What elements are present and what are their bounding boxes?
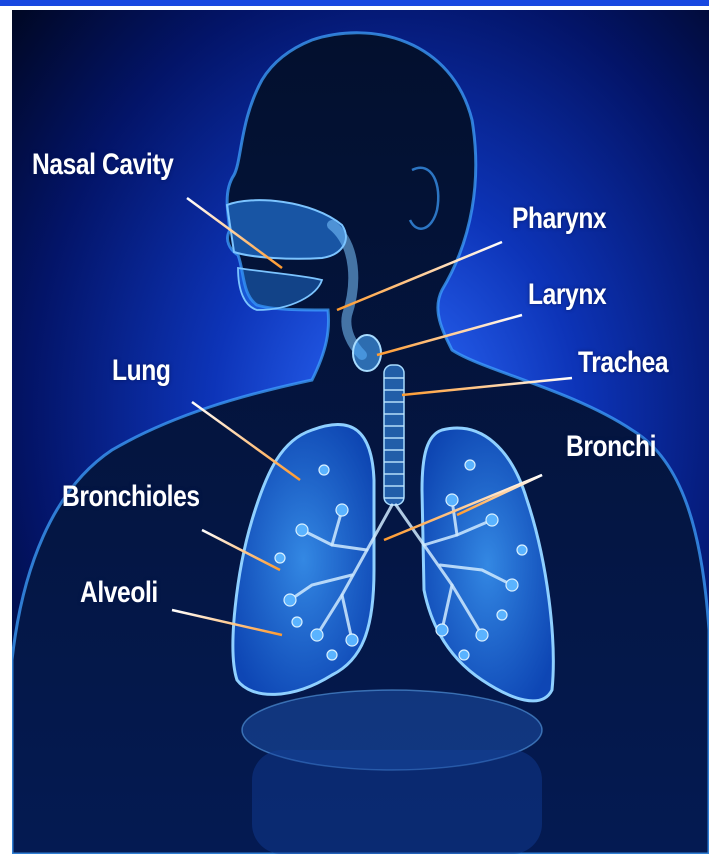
label-pharynx: Pharynx: [512, 204, 606, 234]
trachea-shape: [384, 365, 404, 505]
label-larynx: Larynx: [528, 280, 606, 310]
label-lung: Lung: [112, 356, 170, 386]
label-bronchi: Bronchi: [566, 432, 656, 462]
label-bronchioles: Bronchioles: [62, 482, 200, 512]
top-accent-bar: [0, 0, 709, 6]
label-nasal-cavity: Nasal Cavity: [32, 150, 173, 180]
larynx-shape: [353, 335, 381, 371]
label-trachea: Trachea: [578, 348, 668, 378]
label-alveoli: Alveoli: [80, 578, 158, 608]
